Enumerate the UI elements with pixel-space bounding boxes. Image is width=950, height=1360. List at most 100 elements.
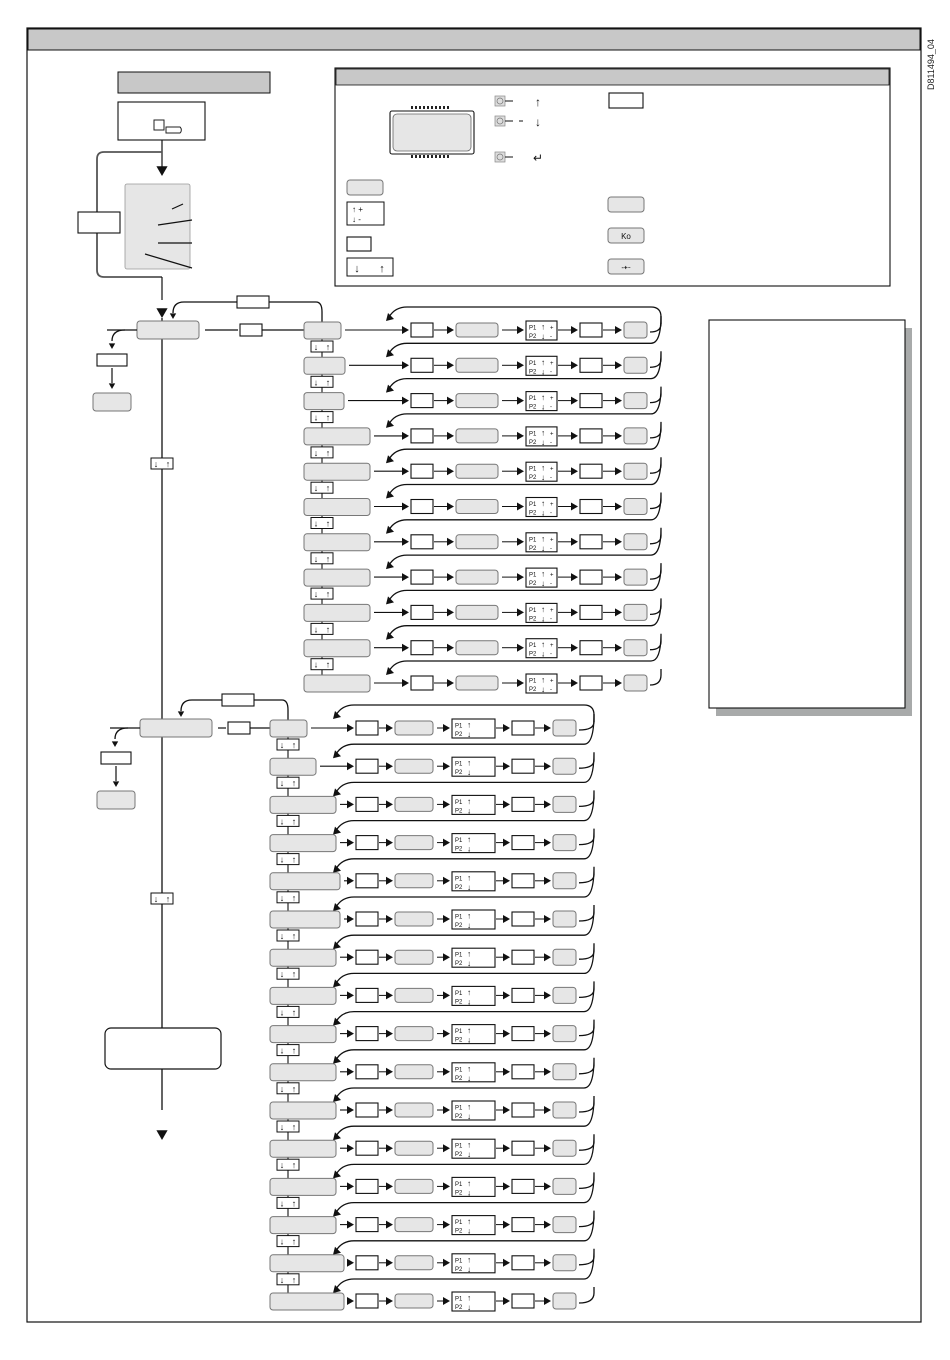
row-setting-box[interactable]: [455, 675, 499, 691]
group1-row-nav-updown[interactable]: ↓↑: [310, 622, 334, 635]
row-ok-key-box[interactable]: [623, 356, 648, 374]
row-ok-key-box[interactable]: [623, 321, 648, 339]
row-value-box[interactable]: [355, 1178, 379, 1194]
row-confirm-box[interactable]: [579, 498, 603, 515]
row-confirm-box[interactable]: [511, 1102, 535, 1118]
group2-row-nav-updown[interactable]: ↓↑: [276, 891, 300, 904]
row-menu-item[interactable]: [269, 1177, 337, 1196]
row-ok-key-box[interactable]: [552, 1254, 577, 1272]
group2-row-nav-updown[interactable]: ↓↑: [276, 776, 300, 789]
group2-row-nav-updown[interactable]: ↓↑: [276, 967, 300, 980]
group2-row[interactable]: [269, 1057, 595, 1099]
group1-row[interactable]: [303, 351, 662, 389]
row-value-box[interactable]: [410, 534, 434, 550]
row-ok-key-box[interactable]: [552, 910, 577, 928]
row-menu-item[interactable]: [269, 1254, 345, 1273]
row-menu-item[interactable]: [269, 910, 341, 929]
row-value-box[interactable]: [410, 604, 434, 620]
group2-row[interactable]: [269, 1019, 595, 1061]
row-value-box[interactable]: [355, 873, 379, 889]
group2-row[interactable]: [269, 1095, 595, 1137]
row-value-box[interactable]: [355, 1064, 379, 1080]
row-setting-box[interactable]: [394, 1178, 434, 1194]
row-value-box[interactable]: [410, 569, 434, 585]
row-confirm-box[interactable]: [511, 1178, 535, 1194]
group1-row-nav-updown[interactable]: ↓↑: [310, 658, 334, 671]
row-ok-key-box[interactable]: [552, 1063, 577, 1081]
row-ok-key-box[interactable]: [552, 1177, 577, 1195]
group1-row[interactable]: [303, 386, 662, 425]
row-confirm-box[interactable]: [511, 796, 535, 812]
row-ok-key-box[interactable]: [552, 1216, 577, 1234]
group1-row[interactable]: [303, 492, 662, 531]
group2-row-nav-updown[interactable]: ↓↑: [276, 1120, 300, 1133]
row-setting-box[interactable]: [455, 604, 499, 620]
group1-row[interactable]: [303, 527, 662, 566]
row-setting-box[interactable]: [455, 463, 499, 479]
row-ok-key-box[interactable]: [623, 427, 648, 445]
row-confirm-box[interactable]: [579, 463, 603, 479]
group2-row-nav-updown[interactable]: ↓↑: [276, 1044, 300, 1057]
row-ok-key-box[interactable]: [623, 392, 648, 410]
row-ok-key-box[interactable]: [552, 1025, 577, 1043]
row-setting-box[interactable]: [394, 1255, 434, 1271]
row-value-box[interactable]: [355, 911, 379, 927]
row-confirm-box[interactable]: [579, 675, 603, 691]
group2-row[interactable]: [269, 943, 595, 984]
row-ok-key-box[interactable]: [623, 568, 648, 586]
row-confirm-box[interactable]: [579, 357, 603, 373]
key-up-button-icon[interactable]: [494, 95, 506, 107]
group2-row[interactable]: [269, 1287, 595, 1311]
row-setting-box[interactable]: [455, 393, 499, 409]
group2-row[interactable]: [269, 828, 595, 870]
group2-row-nav-updown[interactable]: ↓↑: [276, 1005, 300, 1018]
row-confirm-box[interactable]: [511, 720, 535, 736]
row-menu-item[interactable]: [303, 533, 371, 552]
group1-row-nav-updown[interactable]: ↓↑: [310, 552, 334, 565]
group2-row[interactable]: [269, 752, 595, 793]
group2-row-nav-updown[interactable]: ↓↑: [276, 814, 300, 827]
group2-row-nav-updown[interactable]: ↓↑: [276, 1196, 300, 1209]
group1-row[interactable]: [303, 563, 662, 601]
row-menu-item[interactable]: [303, 462, 371, 481]
row-menu-item[interactable]: [303, 639, 371, 658]
row-confirm-box[interactable]: [579, 640, 603, 656]
row-menu-item[interactable]: [303, 392, 345, 411]
group2-row[interactable]: [269, 866, 595, 908]
row-menu-item[interactable]: [269, 719, 308, 738]
row-menu-item[interactable]: [269, 1216, 337, 1235]
row-confirm-box[interactable]: [511, 758, 535, 774]
group2-row-nav-updown[interactable]: ↓↑: [276, 1273, 300, 1286]
row-menu-item[interactable]: [269, 1139, 337, 1158]
row-confirm-box[interactable]: [511, 1064, 535, 1080]
row-value-box[interactable]: [355, 720, 379, 736]
row-confirm-box[interactable]: [511, 987, 535, 1003]
row-menu-item[interactable]: [269, 1101, 337, 1120]
group1-branch-result-box[interactable]: [92, 392, 132, 412]
row-value-box[interactable]: [355, 1140, 379, 1156]
row-ok-key-box[interactable]: [552, 719, 577, 737]
row-value-box[interactable]: [355, 1255, 379, 1271]
row-setting-box[interactable]: [455, 357, 499, 373]
row-ok-key-box[interactable]: [552, 872, 577, 890]
row-value-box[interactable]: [355, 1102, 379, 1118]
row-ok-key-box[interactable]: [552, 834, 577, 852]
row-setting-box[interactable]: [394, 758, 434, 774]
row-setting-box[interactable]: [394, 987, 434, 1003]
row-setting-box[interactable]: [394, 1064, 434, 1080]
row-value-box[interactable]: [410, 357, 434, 373]
